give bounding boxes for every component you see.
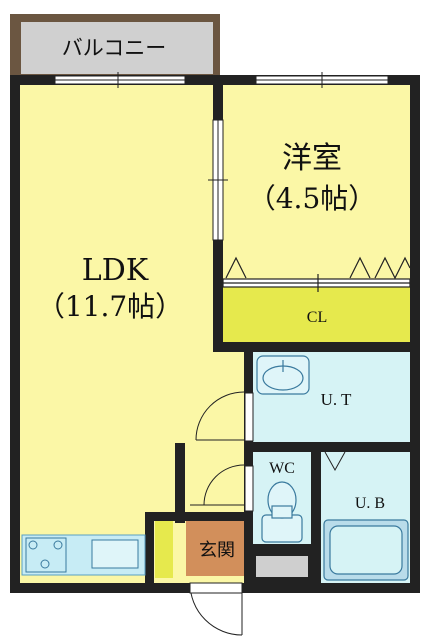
kitchen-counter (21, 534, 146, 576)
closet-doors (222, 256, 411, 292)
storage-box (256, 556, 308, 577)
closet-label: CL (307, 309, 327, 326)
door-openings (189, 392, 254, 594)
ldk-size: （11.7帖） (37, 290, 183, 323)
entrance-floor (186, 520, 244, 576)
bath-label: U. B (355, 495, 385, 512)
toilet-fixture (261, 481, 303, 543)
closet (223, 287, 410, 342)
ldk-name: LDK (82, 253, 149, 288)
western-room (223, 85, 410, 285)
western-room-name: 洋室 (282, 141, 342, 176)
entrance-label: 玄関 (199, 540, 235, 561)
utility-label: U. T (321, 390, 352, 409)
sink (91, 539, 139, 569)
balcony: バルコニー (10, 14, 220, 78)
windows (54, 72, 389, 241)
shoe-box (155, 520, 173, 578)
balcony-label: バルコニー (62, 36, 167, 60)
door-swings (189, 391, 346, 636)
washbasin (256, 355, 310, 395)
western-room-size: （4.5帖） (248, 182, 377, 215)
toilet-label: WC (269, 460, 295, 477)
bathtub (323, 519, 409, 581)
